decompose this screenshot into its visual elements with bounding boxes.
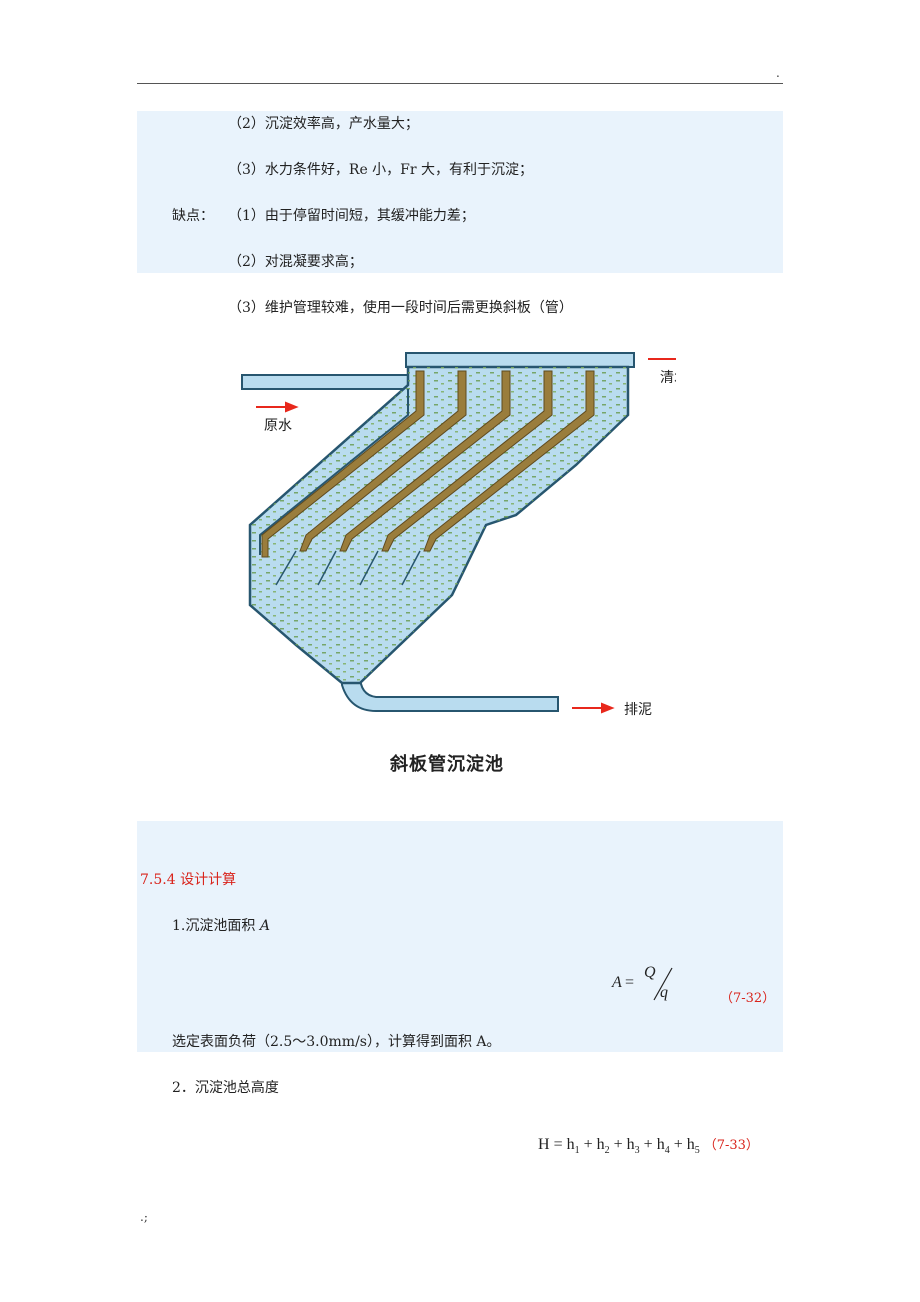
eq2-plus: + [673, 1136, 683, 1153]
item-1-text: 选定表面负荷（2.5～3.0mm/s），计算得到面积 A。 [172, 1034, 501, 1050]
eq2-sub-4: 4 [664, 1145, 670, 1156]
eq1-numerator: Q [644, 964, 656, 981]
eq2-h: h [596, 1136, 605, 1153]
advantage-item-2: （2）沉淀效率高，产水量大； [228, 116, 419, 132]
disadvantage-item-1: （1）由于停留时间短，其缓冲能力差； [228, 208, 475, 224]
figure-caption: 斜板管沉淀池 [390, 754, 504, 775]
eq2-h: h [656, 1136, 665, 1153]
label-sludge: 排泥 [624, 702, 652, 718]
inclined-plate [381, 370, 553, 552]
eq2-sub-1: 1 [574, 1145, 580, 1156]
inclined-plate [261, 370, 425, 558]
highlight-band-section [137, 821, 783, 1052]
eq2-plus: + [643, 1136, 653, 1153]
inlet-pipe [241, 374, 409, 390]
item-1-heading: 1.沉淀池面积 A [172, 916, 270, 936]
item-1-variable: A [259, 918, 270, 934]
equation-number-7-33: （7-33） [703, 1138, 759, 1153]
eq2-h: h [686, 1136, 695, 1153]
inclined-tube-settler-diagram: 清水 原水 排泥 [241, 352, 676, 718]
eq1-lhs: A [612, 974, 622, 991]
eq2-h: h [566, 1136, 575, 1153]
eq2-equals: = [553, 1136, 563, 1153]
eq2-plus: + [583, 1136, 593, 1153]
eq2-H: H [538, 1136, 550, 1153]
eq2-plus: + [613, 1136, 623, 1153]
eq2-sub-2: 2 [604, 1145, 610, 1156]
footer-mark: .; [140, 1210, 148, 1224]
header-rule [137, 83, 783, 84]
disadvantage-item-3: （3）维护管理较难，使用一段时间后需更换斜板（管） [228, 300, 573, 316]
eq2-sub-3: 3 [634, 1145, 640, 1156]
eq1-fraction-slash [653, 967, 673, 1001]
eq1-denominator: q [660, 984, 668, 1001]
label-clean-water: 清水 [660, 370, 676, 386]
highlight-band-top [137, 111, 783, 273]
disadvantage-label: 缺点： [172, 208, 214, 224]
section-heading: 7.5.4 设计计算 [140, 872, 237, 888]
equation-7-33: H = h1 + h2 + h3 + h4 + h5 （7-33） [538, 1134, 759, 1156]
inclined-plate [339, 370, 511, 552]
eq2-sub-5: 5 [694, 1145, 700, 1156]
label-raw-water: 原水 [264, 418, 292, 434]
inclined-plate [299, 370, 467, 552]
equation-number-7-32: （7-32） [720, 991, 776, 1006]
item-1-prefix: 1.沉淀池面积 [172, 918, 260, 934]
inclined-plates [261, 370, 595, 558]
outlet-pipe [405, 352, 635, 368]
flow-arrows [256, 358, 676, 714]
advantage-item-3: （3）水力条件好，Re 小，Fr 大，有利于沉淀； [228, 162, 534, 178]
eq1-equals: = [625, 974, 635, 991]
inclined-plate [423, 370, 595, 552]
equation-7-32: A = Q q [612, 962, 682, 1006]
eq2-h: h [626, 1136, 635, 1153]
header-mark: . [776, 66, 780, 80]
disadvantage-item-2: （2）对混凝要求高； [228, 254, 363, 270]
item-2-heading: 2．沉淀池总高度 [172, 1080, 279, 1096]
